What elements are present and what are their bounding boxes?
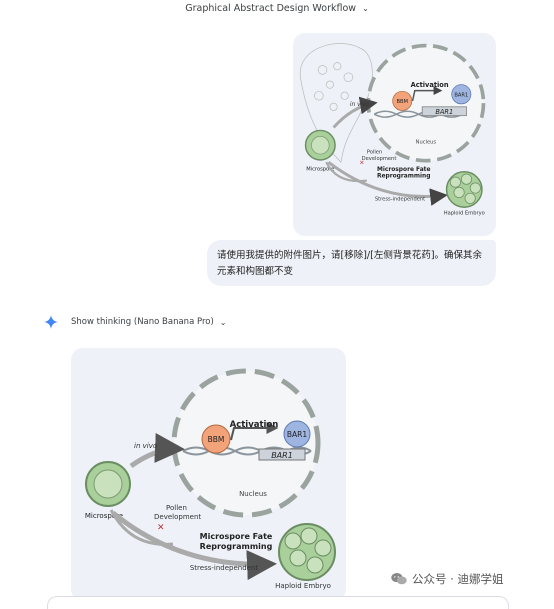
fate-label-2: Reprogramming: [200, 542, 273, 551]
activation-label: Activation: [230, 420, 279, 430]
generated-figure-svg: BAR1 BBM Activation BAR1 Nucleus in vivo…: [85, 368, 336, 590]
microspore-label: Microspore: [85, 512, 123, 520]
nucleus-outline: [171, 368, 321, 518]
activation-arrow: [411, 86, 443, 102]
microspore-core: [311, 135, 330, 155]
cross-mark-icon: ✕: [157, 523, 165, 533]
bar1-gene-label: BAR1: [271, 451, 293, 460]
microspore-label: Microspore: [306, 166, 334, 172]
chevron-down-icon: ⌄: [362, 4, 369, 13]
reprogramming-arrow: [111, 511, 277, 581]
fate-label-1: Microspore Fate: [377, 167, 431, 173]
show-thinking-label: Show thinking (Nano Banana Pro): [71, 317, 214, 327]
activation-label: Activation: [411, 81, 449, 89]
activation-arrow: [230, 422, 279, 441]
attached-image[interactable]: BAR1 BBM Activation BAR1 Nucleus in vivo…: [293, 33, 496, 236]
bar1-protein-label: BAR1: [287, 430, 307, 439]
embryo-label: Haploid Embryo: [275, 582, 331, 590]
bbm-label: BBM: [396, 99, 408, 105]
pollen-label-2: Development: [154, 513, 201, 521]
prompt-input-bar[interactable]: [47, 596, 509, 609]
in-vivo-arrow: [129, 432, 185, 469]
fate-label-1: Microspore Fate: [200, 532, 273, 541]
bar1-protein: [451, 84, 472, 105]
pollen-label-1: Pollen: [166, 504, 187, 512]
reprogramming-arrow: [327, 161, 448, 206]
user-message: 请使用我提供的附件图片，请[移除]/[左侧背景花药]。确保其余元素和构图都不变: [207, 240, 496, 286]
watermark-text: 公众号 · 迪娜学姐: [412, 572, 504, 586]
conversation-title-text: Graphical Abstract Design Workflow: [185, 3, 357, 14]
bar1-gene-box: [258, 448, 306, 461]
pollen-label-2: Development: [362, 156, 397, 162]
cross-mark-icon: ✕: [359, 160, 364, 166]
conversation-title[interactable]: Graphical Abstract Design Workflow ⌄: [0, 3, 554, 14]
microspore-core: [93, 469, 123, 499]
haploid-embryo: [278, 523, 336, 581]
gemini-spark-icon: [44, 315, 58, 329]
watermark: 公众号 · 迪娜学姐: [390, 571, 503, 587]
bar1-gene-label: BAR1: [435, 108, 453, 116]
in-vivo-arrow: [332, 96, 378, 129]
generated-image[interactable]: BAR1 BBM Activation BAR1 Nucleus in vivo…: [71, 348, 346, 601]
bbm-label: BBM: [208, 435, 225, 444]
pollen-label-1: Pollen: [367, 149, 382, 155]
bar1-gene-box: [421, 106, 467, 117]
original-figure-svg: BAR1 BBM Activation BAR1 Nucleus in vivo…: [300, 43, 486, 217]
fate-label-2: Reprogramming: [377, 174, 431, 180]
chevron-down-icon: ⌄: [219, 317, 227, 327]
bar1-protein-label: BAR1: [454, 92, 468, 98]
nucleus-label: Nucleus: [239, 490, 267, 498]
in-vivo-label: in vivo: [350, 102, 370, 108]
haploid-embryo: [445, 171, 483, 208]
stress-label: Stress-independent: [190, 564, 259, 572]
pollen-arrow: [325, 161, 367, 183]
show-thinking-toggle[interactable]: Show thinking (Nano Banana Pro) ⌄: [44, 314, 227, 330]
user-message-text: 请使用我提供的附件图片，请[移除]/[左侧背景花药]。确保其余元素和构图都不变: [217, 250, 483, 277]
bbm-protein: [392, 90, 413, 111]
bbm-protein: [201, 424, 231, 454]
in-vivo-label: in vivo: [134, 442, 157, 450]
bar1-protein: [283, 420, 311, 448]
stress-label: Stress-independent: [375, 197, 425, 203]
embryo-label: Haploid Embryo: [444, 211, 485, 217]
nucleus-label: Nucleus: [416, 140, 437, 146]
wechat-icon: [391, 573, 407, 585]
